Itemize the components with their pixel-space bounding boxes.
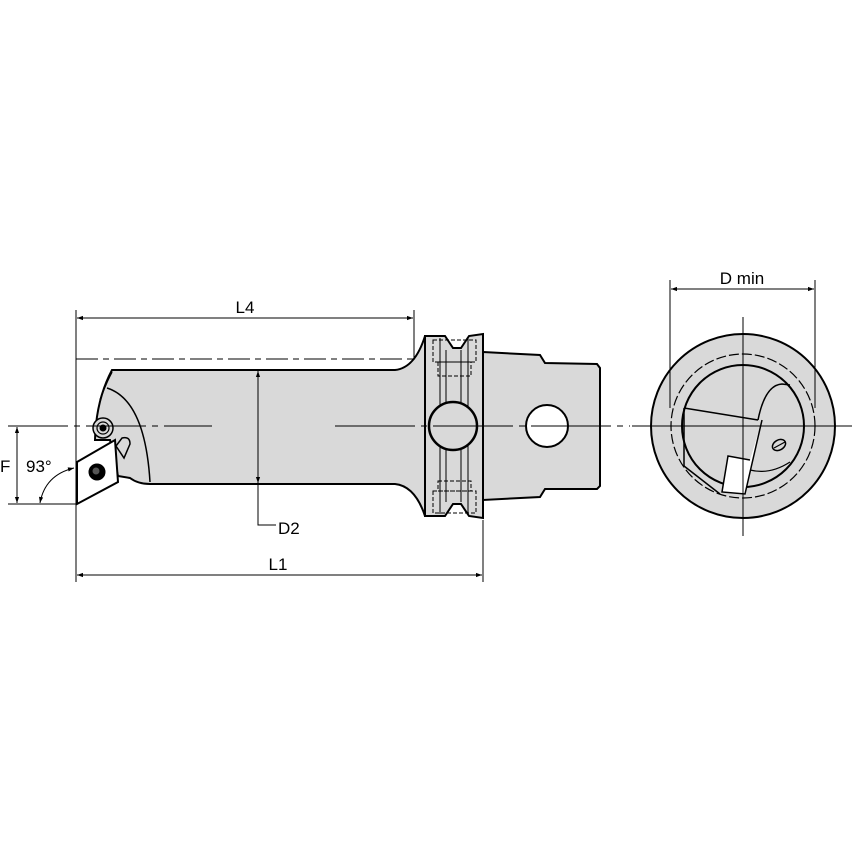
label-d2: D2 (278, 519, 300, 538)
end-view (632, 280, 852, 536)
label-dmin: D min (720, 269, 764, 288)
label-angle: 93° (26, 457, 52, 476)
label-f: F (0, 457, 10, 476)
dimensions-side (8, 310, 484, 582)
angle-arc (38, 467, 75, 504)
label-l4: L4 (236, 298, 255, 317)
head-pocket-arc (106, 387, 151, 483)
side-view (8, 332, 630, 520)
label-l1: L1 (269, 555, 288, 574)
